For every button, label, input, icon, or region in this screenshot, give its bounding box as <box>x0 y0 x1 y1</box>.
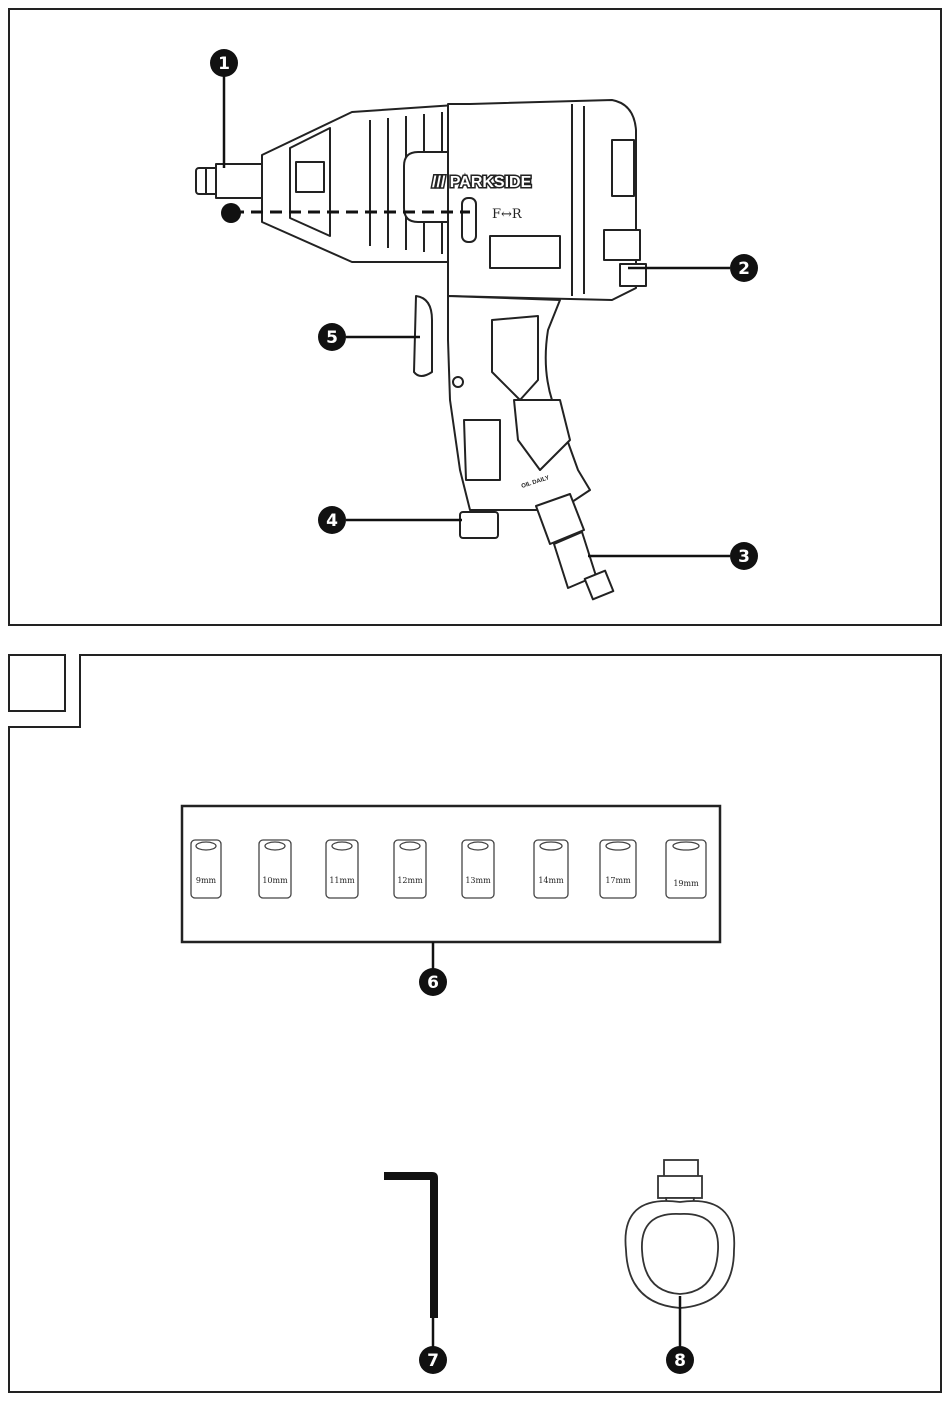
impact-wrench-drawing <box>196 100 646 599</box>
svg-text:17mm: 17mm <box>605 876 631 885</box>
socket-19mm: 19mm <box>666 840 706 898</box>
svg-text:8: 8 <box>674 1351 686 1371</box>
svg-text:19mm: 19mm <box>673 879 699 888</box>
callout-5: 5 <box>318 323 346 351</box>
svg-text:13mm: 13mm <box>465 876 491 885</box>
callout-3: 3 <box>730 542 758 570</box>
socket-9mm: 9mm <box>191 840 221 898</box>
callout-4: 4 <box>318 506 346 534</box>
brand-logo-text: /// PARKSIDE <box>432 174 532 191</box>
bottom-panel-frame <box>9 655 941 1392</box>
svg-text:2: 2 <box>738 259 750 279</box>
callout-1: 1 <box>210 49 238 77</box>
figure-tab-box <box>9 655 65 711</box>
socket-11mm: 11mm <box>326 840 358 898</box>
svg-text:6: 6 <box>427 973 439 993</box>
svg-text:1: 1 <box>218 54 230 74</box>
callout-6: 6 <box>419 968 447 996</box>
svg-text:12mm: 12mm <box>397 876 423 885</box>
socket-10mm: 10mm <box>259 840 291 898</box>
socket-13mm: 13mm <box>462 840 494 898</box>
svg-text:7: 7 <box>427 1351 439 1371</box>
svg-text:3: 3 <box>738 547 750 567</box>
callout-8: 8 <box>666 1346 694 1374</box>
svg-text:9mm: 9mm <box>196 876 217 885</box>
svg-text:11mm: 11mm <box>329 876 355 885</box>
socket-14mm: 14mm <box>534 840 568 898</box>
callout-2: 2 <box>730 254 758 282</box>
svg-text:10mm: 10mm <box>262 876 288 885</box>
direction-label: F↔R <box>492 207 523 222</box>
socket-12mm: 12mm <box>394 840 426 898</box>
oil-bottle-drawing <box>625 1160 734 1308</box>
svg-text:4: 4 <box>326 511 338 531</box>
svg-text:14mm: 14mm <box>538 876 564 885</box>
hex-key-drawing <box>384 1172 438 1318</box>
socket-17mm: 17mm <box>600 840 636 898</box>
axis-dot <box>221 203 241 223</box>
callout-7: 7 <box>419 1346 447 1374</box>
svg-text:5: 5 <box>326 328 338 348</box>
